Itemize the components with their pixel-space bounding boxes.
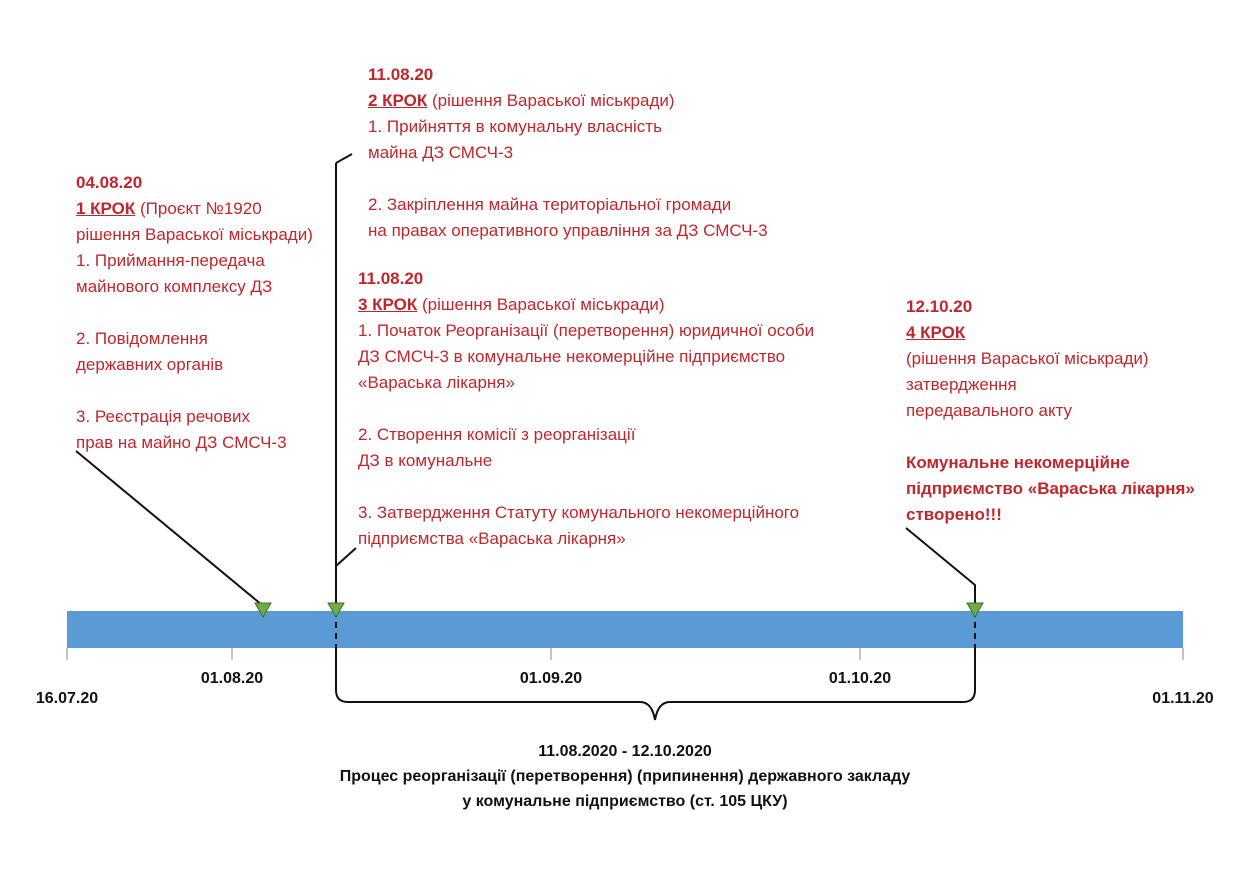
marker-triangle: [966, 602, 984, 619]
step-4-line: (рішення Вараської міськради): [906, 349, 1149, 368]
period-caption-line-1: Процес реорганізації (перетворення) (при…: [339, 768, 911, 785]
step-2-note: (рішення Вараської міськради): [427, 91, 675, 110]
axis-tick-label: 01.11.20: [1152, 690, 1214, 707]
step-1-line: рішення Вараської міськради): [76, 225, 313, 244]
marker-triangle: [327, 602, 345, 619]
step-1-title-line: 1 КРОК (Проєкт №1920: [76, 196, 313, 222]
step-1-block: 04.08.20 1 КРОК (Проєкт №1920 рішення Ва…: [76, 170, 313, 456]
step-4-result-line: створено!!!: [906, 505, 1002, 524]
step-2-line: на правах оперативного управління за ДЗ …: [368, 221, 768, 240]
step-3-line: [358, 474, 814, 500]
step-2-title-line: 2 КРОК (рішення Вараської міськради): [368, 88, 768, 114]
step-3-note: (рішення Вараської міськради): [417, 295, 665, 314]
step-3-line: ДЗ в комунальне: [358, 451, 493, 470]
step-3-line: підприємства «Вараська лікарня»: [358, 529, 626, 548]
period-caption-line-2: у комунальне підприємство (ст. 105 ЦКУ): [462, 793, 788, 810]
tick-marks: [66, 648, 1184, 660]
period-range: 11.08.2020 - 12.10.2020: [538, 743, 712, 760]
step-1-line: прав на майно ДЗ СМСЧ-3: [76, 433, 287, 452]
step-2-block: 11.08.20 2 КРОК (рішення Вараської міськ…: [368, 62, 768, 244]
step-4-title-line: 4 КРОК: [906, 320, 1195, 346]
step-4-line: затвердження: [906, 375, 1017, 394]
step-3-label: 3 КРОК: [358, 295, 418, 314]
pointer-tick-step2: [335, 153, 353, 164]
axis-tick-label: 16.07.20: [35, 690, 99, 707]
step-3-title-line: 3 КРОК (рішення Вараської міськради): [358, 292, 814, 318]
step-1-label: 1 КРОК: [76, 199, 136, 218]
step-2-line: майна ДЗ СМСЧ-3: [368, 143, 514, 162]
step-3-line: 2. Створення комісії з реорганізації: [358, 425, 636, 444]
period-bracket: [335, 648, 976, 721]
pointer-line-step3: [335, 547, 357, 567]
step-1-line: [76, 300, 313, 326]
step-3-block: 11.08.20 3 КРОК (рішення Вараської міськ…: [358, 266, 814, 552]
step-4-spacer: [906, 424, 1195, 450]
pointer-line-step1: [75, 450, 263, 606]
axis-tick-label: 01.09.20: [519, 670, 583, 687]
step-4-result-line: Комунальне некомерційне: [906, 453, 1130, 472]
pointer-line-step4: [905, 527, 976, 605]
timeline-bar: [67, 611, 1183, 648]
step-3-line: «Вараська лікарня»: [358, 373, 515, 392]
step-3-line: 1. Початок Реорганізації (перетворення) …: [358, 321, 815, 340]
marker-triangle: [254, 602, 272, 619]
step-1-line: 1. Приймання-передача: [76, 251, 265, 270]
step-1-line: державних органів: [76, 355, 224, 374]
step-1-line: 3. Реєстрація речових: [76, 407, 250, 426]
step-1-line: [76, 378, 313, 404]
step-2-line: 2. Закріплення майна територіальної гром…: [368, 195, 732, 214]
step-2-date: 11.08.20: [368, 65, 434, 84]
step-4-date: 12.10.20: [906, 297, 973, 316]
step-3-line: 3. Затвердження Статуту комунального нек…: [358, 503, 800, 522]
step-4-label: 4 КРОК: [906, 323, 966, 342]
step-2-line: 1. Прийняття в комунальну власність: [368, 117, 662, 136]
axis-tick-label: 01.08.20: [200, 670, 264, 687]
step-2-label: 2 КРОК: [368, 91, 428, 110]
step-4-block: 12.10.20 4 КРОК (рішення Вараської міськ…: [906, 294, 1195, 528]
step-2-line: [368, 166, 768, 192]
step-1-line: майнового комплексу ДЗ: [76, 277, 273, 296]
step-1-date: 04.08.20: [76, 173, 143, 192]
step-4-result-line: підприємство «Вараська лікарня»: [906, 479, 1195, 498]
step-3-date: 11.08.20: [358, 269, 424, 288]
step-1-note: (Проєкт №1920: [135, 199, 262, 218]
axis-tick-label: 01.10.20: [828, 670, 892, 687]
step-1-line: 2. Повідомлення: [76, 329, 208, 348]
step-4-line: передавального акту: [906, 401, 1073, 420]
step-3-line: [358, 396, 814, 422]
step-3-line: ДЗ СМСЧ-3 в комунальне некомерційне підп…: [358, 347, 786, 366]
